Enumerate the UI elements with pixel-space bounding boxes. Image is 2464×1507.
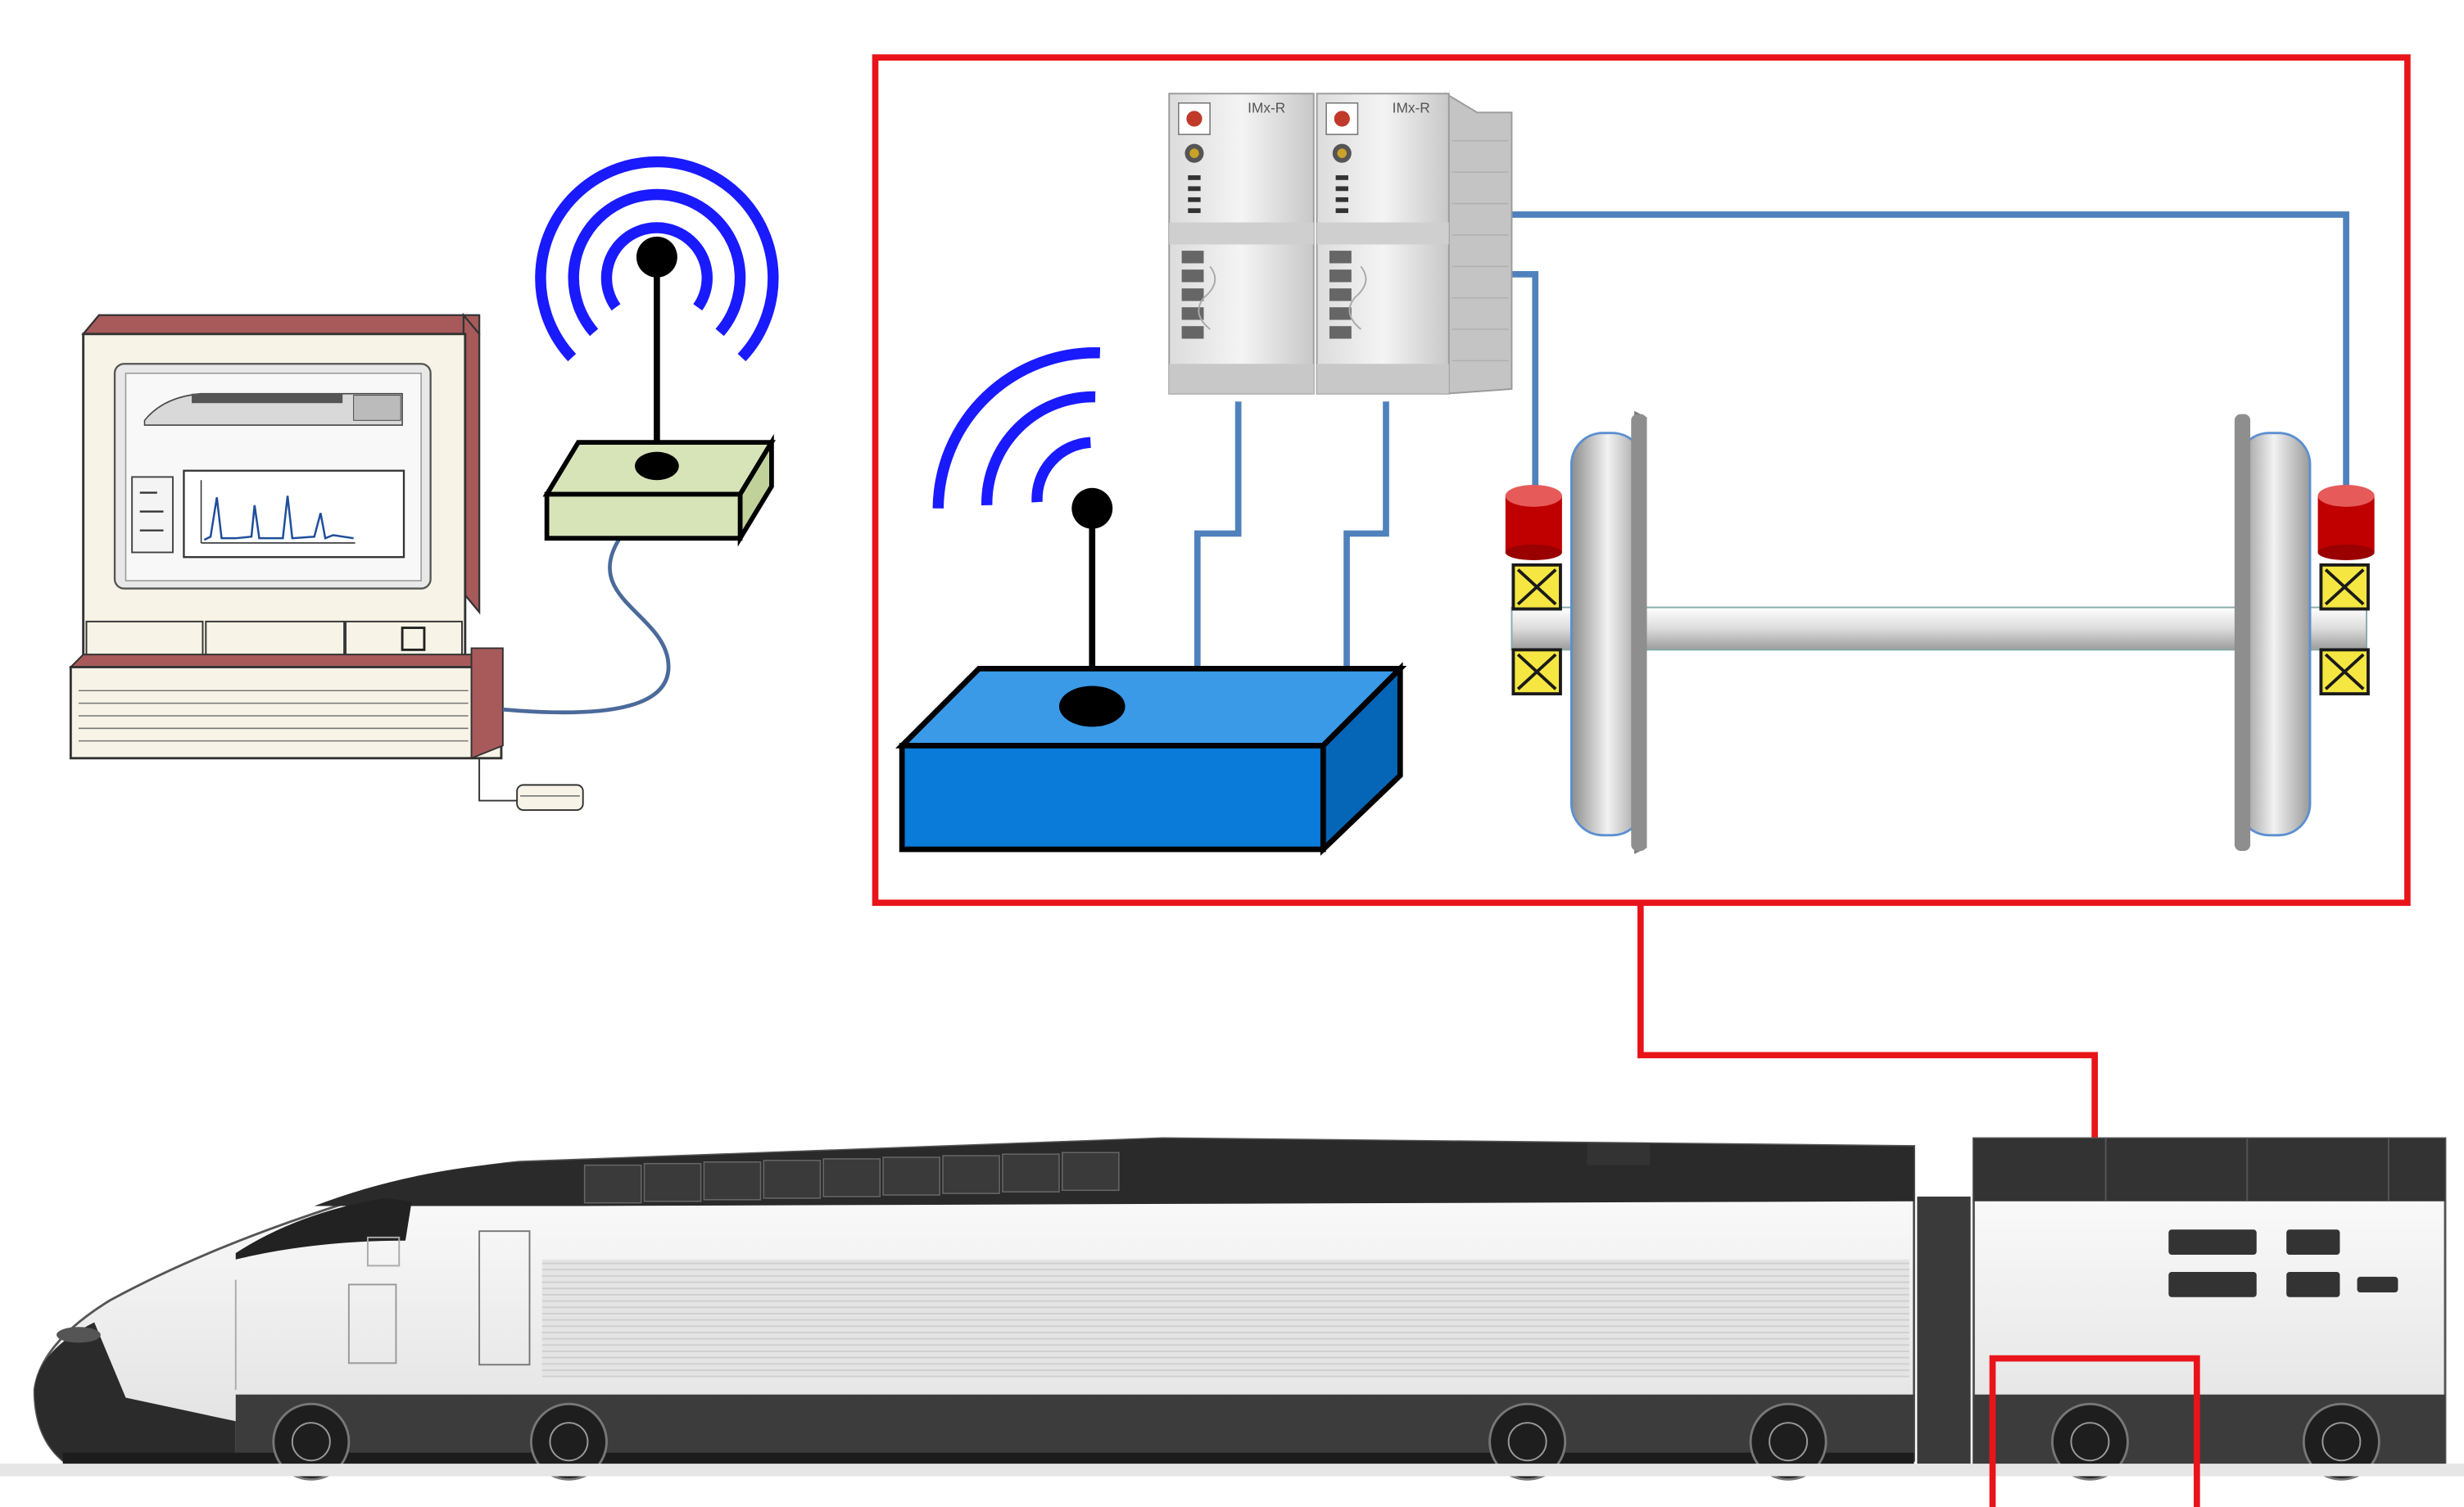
screen-spectrum-chart [183,469,405,559]
monitoring-module-2: IMx-R [1316,92,1513,395]
accelerometer-sensor-icon [2317,484,2375,561]
train-icon [0,1137,2464,1481]
monitoring-module-1: IMx-R [1168,93,1315,395]
left-wheel [1569,410,1647,854]
screen-train-thumbnail [143,392,403,426]
base-station-wireless-waves [535,156,779,362]
monitoring-module-icon: IMx-R [1168,92,1513,395]
bogie-wheels [272,1402,2380,1481]
module-label: IMx-R [1248,99,1285,115]
sensor-wires [1194,211,2349,668]
bearing-icon [2319,563,2370,696]
base-station-cable [502,535,671,715]
mouse-icon [516,784,584,812]
screen-document-icon [131,476,174,554]
right-wheel [2234,414,2312,851]
bearing-icon [1511,563,1562,696]
axle [1511,606,2368,651]
wireless-transceiver-icon [895,347,1407,856]
wireless-base-station-icon [535,156,779,547]
transceiver-wireless-waves [932,347,1101,509]
bogie-highlight-frame [1989,1355,2200,1507]
wheelset-icon [1505,410,2375,854]
module-label: IMx-R [1393,99,1430,115]
computer-icon [69,312,584,812]
power-car [33,1137,1916,1466]
accelerometer-sensor-icon [1505,484,1562,561]
passenger-coach [1973,1137,2447,1465]
